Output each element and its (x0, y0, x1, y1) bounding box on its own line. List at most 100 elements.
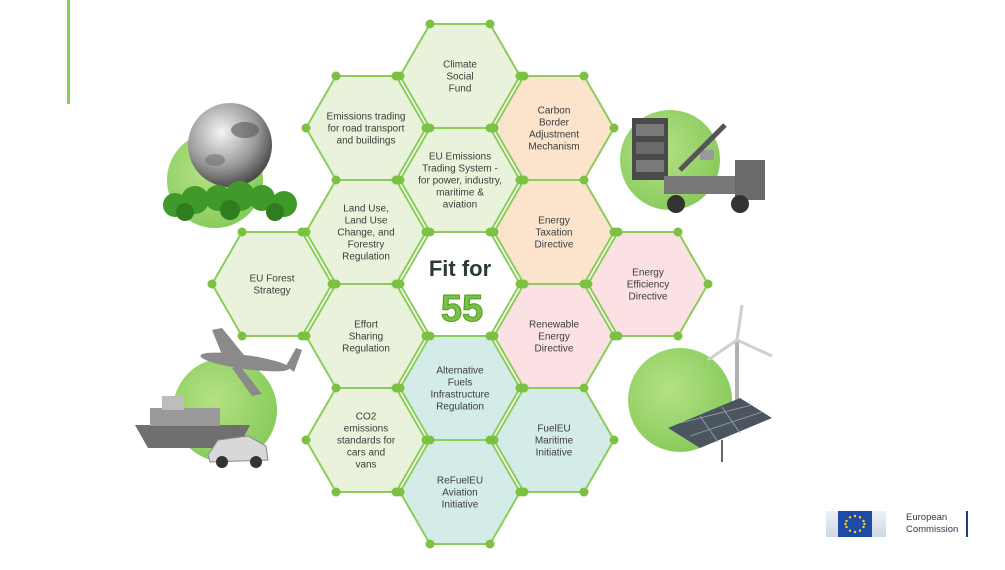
hexagon-label-line: Land Use, (343, 204, 389, 215)
wind-solar-illustration (628, 304, 773, 462)
hexagon-label-line: Energy (632, 268, 664, 279)
hexagon-node-dot (673, 331, 683, 341)
hexagon-node-dot (391, 71, 401, 81)
hexagon-node-dot (331, 175, 341, 185)
hexagon-label-line: and buildings (337, 136, 396, 147)
hexagon-label-line: Initiative (536, 448, 573, 459)
hexagon-node-dot (395, 487, 405, 497)
hexagon-node-dot (485, 539, 495, 549)
hexagon-node-dot (425, 19, 435, 29)
logo-divider (966, 511, 968, 537)
hexagon-label-line: Social (446, 72, 473, 83)
hexagon-label-line: EU Forest (249, 274, 294, 285)
hexagon-label-line: emissions (344, 424, 388, 435)
hexagon-label-line: Adjustment (529, 130, 579, 141)
european-commission-logo: European Commission (826, 507, 976, 541)
hexagon-label-line: Strategy (253, 286, 290, 297)
hexagon-label-line: Directive (535, 240, 574, 251)
hexagon-node-dot (395, 279, 405, 289)
hexagon-node-dot (579, 383, 589, 393)
hexagon-node-dot (421, 227, 431, 237)
airplane-ship-car-illustration (135, 328, 302, 468)
hexagon-label-line: Fuels (448, 378, 472, 389)
hexagon-label-line: Climate (443, 60, 477, 71)
hexagon-node-dot (301, 123, 311, 133)
hexagon-label-line: Initiative (442, 500, 479, 511)
hexagon-node-dot (237, 227, 247, 237)
hexagon-node-dot (301, 331, 311, 341)
hexagon-label-line: Carbon (538, 106, 571, 117)
hexagon-label-line: CO2 (356, 412, 377, 423)
hexagon-node-dot (515, 175, 525, 185)
hexagon-node-dot (515, 279, 525, 289)
globe-forest-illustration (163, 103, 297, 228)
hexagon-label-line: cars and (347, 448, 385, 459)
hexagon-node-dot (207, 279, 217, 289)
hexagon-label-line: Maritime (535, 436, 574, 447)
hexagon-node-dot (613, 227, 623, 237)
hexagon-node-dot (673, 227, 683, 237)
hexagon-node-dot (489, 435, 499, 445)
hexagon-node-dot (421, 123, 431, 133)
fit-55-number: 55 (441, 288, 483, 330)
hexagon-node-dot (579, 487, 589, 497)
hexagon-node-dot (237, 331, 247, 341)
hexagon-label-line: Trading System - (422, 164, 498, 175)
hexagon-label-line: maritime & (436, 188, 484, 199)
hexagon-label-line: EU Emissions (429, 152, 491, 163)
logo-line-european: European (906, 512, 948, 523)
hexagon-label-line: Regulation (436, 402, 484, 413)
hexagon-node-dot (583, 279, 593, 289)
hexagon-node-dot (331, 487, 341, 497)
hexagon-label-line: Effort (354, 320, 378, 331)
hexagon-label-line: for road transport (328, 124, 405, 135)
hexagon-node-dot (327, 279, 337, 289)
hexagon-label-line: Regulation (342, 252, 390, 263)
hexagon-node-dot (301, 435, 311, 445)
hexagon-node-dot (421, 435, 431, 445)
hexagon-label-line: Infrastructure (431, 390, 490, 401)
hexagon-label-line: Sharing (349, 332, 383, 343)
hexagon-label-line: FuelEU (537, 424, 570, 435)
hexagon-node-dot (395, 383, 405, 393)
hexagon-node-dot (421, 331, 431, 341)
hexagon-label-line: Border (539, 118, 570, 129)
hexagon-node-dot (609, 331, 619, 341)
hexagon-label-line: Aviation (442, 488, 477, 499)
hexagon-label-line: Energy (538, 216, 570, 227)
fit-for-title: Fit for (429, 256, 492, 281)
hexagon-node-dot (579, 71, 589, 81)
logo-text: European Commission (906, 512, 958, 536)
hexagon-label-line: aviation (443, 200, 477, 211)
hexagon-node-dot (519, 71, 529, 81)
hexagon-label-line: Mechanism (528, 142, 579, 153)
hexagon-node-dot (489, 123, 499, 133)
hexagon-label-line: ReFuelEU (437, 476, 483, 487)
hexagon-label-line: Renewable (529, 320, 579, 331)
hexagon-node-dot (485, 19, 495, 29)
hexagon-node-dot (609, 123, 619, 133)
hexagon-label-line: Efficiency (627, 280, 670, 291)
hexagon-label-line: Change, and (337, 228, 394, 239)
hexagon-label-line: vans (355, 460, 376, 471)
eu-flag-icon (838, 511, 872, 537)
hexagon-node-dot (395, 175, 405, 185)
hexagon-node-dot (331, 383, 341, 393)
hexagon-node-dot (297, 227, 307, 237)
hexagon-node-dot (489, 331, 499, 341)
accent-line (67, 0, 70, 104)
hexagon-node-dot (331, 71, 341, 81)
hexagon-node-dot (703, 279, 713, 289)
hexagon-label-line: Regulation (342, 344, 390, 355)
hexagon-label-line: Emissions trading (327, 112, 406, 123)
hexagon-label-line: Forestry (348, 240, 385, 251)
hexagon-node-dot (579, 175, 589, 185)
hexagon-label-line: Taxation (535, 228, 572, 239)
fit-for-55-title: Fit for 55 (429, 256, 492, 331)
